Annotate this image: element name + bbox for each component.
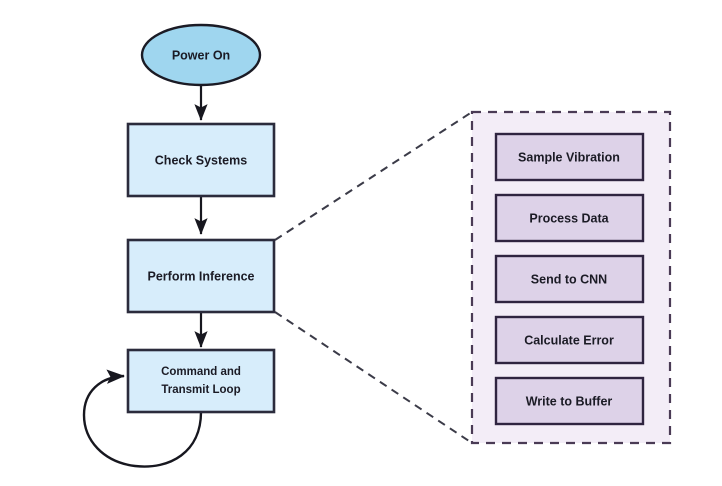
send-to-cnn-shape <box>494 254 645 304</box>
node-process-data[interactable]: Process Data <box>494 193 645 243</box>
write-to-buffer-label: Write to Buffer <box>526 394 613 408</box>
expansion-line-top <box>274 111 473 241</box>
node-power-on[interactable]: Power On <box>140 23 262 87</box>
command-transmit-loop-label-line1: Command and <box>161 366 241 378</box>
command-transmit-loop-label-line2: Transmit Loop <box>161 384 240 396</box>
node-check-systems[interactable]: Check Systems <box>126 122 276 198</box>
send-to-cnn-label: Send to CNN <box>531 272 607 286</box>
node-send-to-cnn[interactable]: Send to CNN <box>494 254 645 304</box>
sample-vibration-label: Sample Vibration <box>518 150 620 164</box>
node-write-to-buffer[interactable]: Write to Buffer <box>494 376 645 426</box>
check-systems-label: Check Systems <box>155 153 247 167</box>
node-sample-vibration[interactable]: Sample Vibration <box>494 132 645 182</box>
calculate-error-label: Calculate Error <box>524 333 614 347</box>
sample-vibration-shape <box>494 132 645 182</box>
perform-inference-label: Perform Inference <box>148 269 255 283</box>
process-data-label: Process Data <box>529 211 609 225</box>
node-calculate-error[interactable]: Calculate Error <box>494 315 645 365</box>
process-data-shape <box>494 193 645 243</box>
node-command-transmit-loop[interactable]: Command and Transmit Loop <box>126 348 276 414</box>
node-perform-inference[interactable]: Perform Inference <box>126 238 276 314</box>
flow-arrows <box>82 86 208 468</box>
arrow-command-self-loop <box>82 369 203 468</box>
write-to-buffer-shape <box>494 376 645 426</box>
perform-inference-shape <box>126 238 276 314</box>
power-on-label: Power On <box>172 48 230 62</box>
calculate-error-shape <box>494 315 645 365</box>
command-transmit-loop-shape <box>126 348 276 414</box>
power-on-shape <box>140 23 262 87</box>
check-systems-shape <box>126 122 276 198</box>
expansion-line-bottom <box>274 311 473 444</box>
expansion-connectors <box>274 111 473 444</box>
